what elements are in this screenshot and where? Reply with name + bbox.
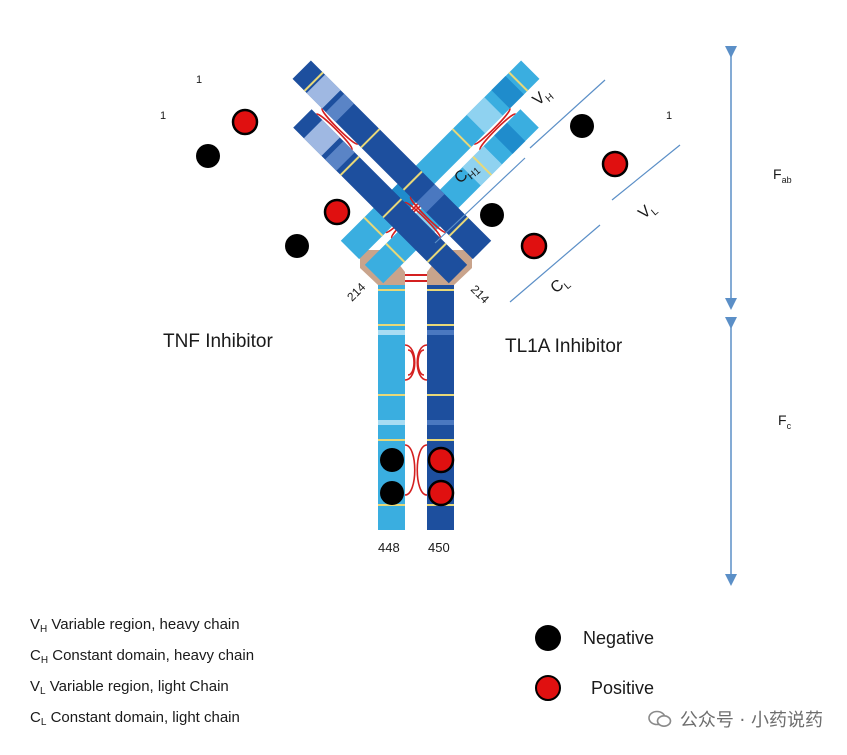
- fab-label: Fab: [773, 166, 792, 185]
- negative-dot-icon: [535, 625, 561, 651]
- positive-marker: [427, 446, 455, 474]
- left-heavy-end-number: 448: [378, 540, 400, 555]
- negative-marker: [380, 448, 404, 472]
- right-heavy-start-number: 1: [666, 110, 673, 122]
- positive-marker: [323, 198, 351, 226]
- region-guides: [434, 79, 681, 303]
- negative-marker: [480, 203, 504, 227]
- tnf-inhibitor-label: TNF Inhibitor: [163, 331, 273, 352]
- negative-legend: Negative: [535, 625, 654, 651]
- watermark-text: 公众号 · 小药说药: [679, 710, 823, 731]
- right-heavy-end-number: 450: [428, 540, 450, 555]
- definition-ch: CH Constant domain, heavy chain: [30, 647, 255, 666]
- positive-marker: [231, 108, 259, 136]
- positive-marker: [520, 232, 548, 260]
- negative-marker: [285, 234, 309, 258]
- positive-dot-icon: [535, 675, 561, 701]
- fc-label: Fc: [778, 412, 792, 431]
- left-light-end-number: 214: [344, 280, 368, 304]
- left-light-start-number: 1: [196, 74, 203, 86]
- negative-marker: [380, 481, 404, 505]
- watermark: 公众号 · 小药说药: [648, 706, 823, 732]
- definition-cl: CL Constant domain, light chain: [30, 709, 240, 728]
- wechat-icon: [648, 710, 672, 727]
- charge-markers: [196, 108, 629, 507]
- definition-vh: VH Variable region, heavy chain: [30, 616, 240, 635]
- negative-marker: [570, 114, 594, 138]
- positive-legend: Positive: [535, 675, 654, 701]
- right-fab-arm: [292, 60, 492, 284]
- right-light-end-number: 214: [468, 282, 492, 306]
- positive-marker: [601, 150, 629, 178]
- positive-legend-label: Positive: [591, 677, 655, 698]
- tl1a-inhibitor-label: TL1A Inhibitor: [505, 336, 623, 357]
- definition-vl: VL Variable region, light Chain: [30, 678, 229, 697]
- negative-legend-label: Negative: [583, 627, 655, 648]
- positive-marker: [427, 479, 455, 507]
- fc-disulfide-bonds: [404, 344, 428, 496]
- left-heavy-start-number: 1: [160, 110, 167, 122]
- negative-marker: [196, 144, 220, 168]
